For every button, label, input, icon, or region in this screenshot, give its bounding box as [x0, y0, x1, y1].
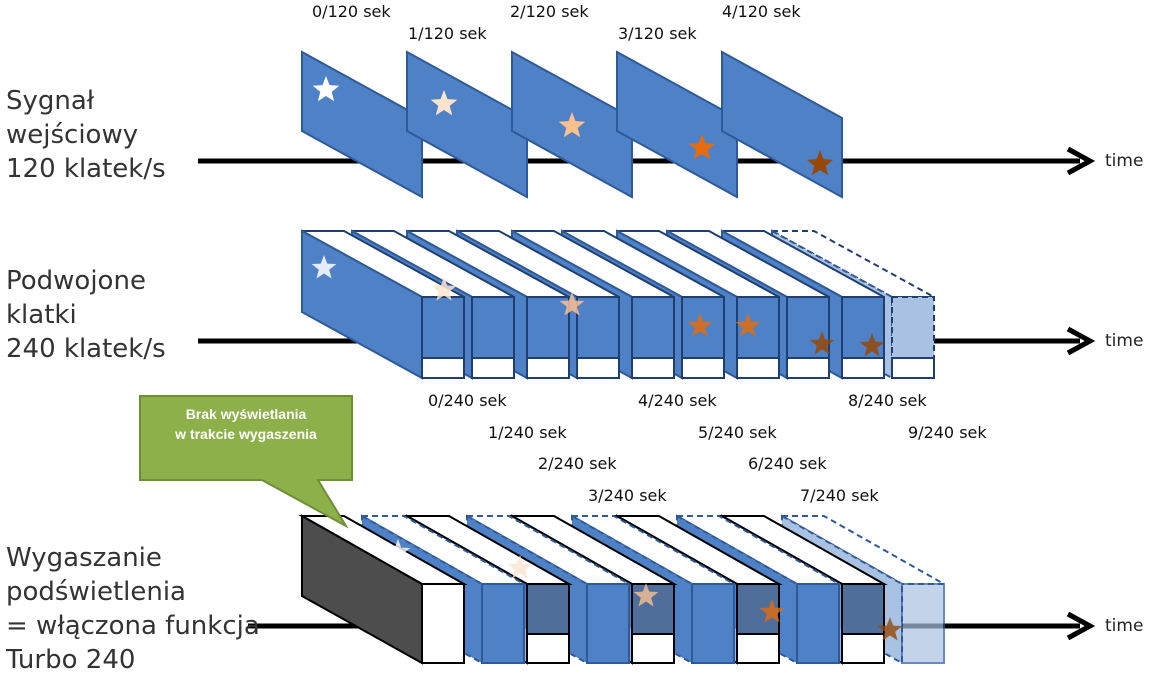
- timestamp: 4/240 sek: [638, 391, 717, 410]
- blank-frame: [298, 514, 468, 665]
- timestamp: 6/240 sek: [748, 454, 827, 473]
- row-label-doubled: Podwojone klatki 240 klatek/s: [6, 266, 166, 364]
- timestamp: 7/240 sek: [800, 486, 879, 505]
- timestamp: 2/240 sek: [538, 454, 617, 473]
- timestamp: 1/240 sek: [488, 423, 567, 442]
- star-icon: [688, 134, 716, 160]
- timeline-row1: [198, 146, 1096, 176]
- timestamp: 5/240 sek: [698, 423, 777, 442]
- video-frame: [301, 50, 423, 199]
- star-icon: [431, 277, 457, 301]
- star-icon: [385, 539, 411, 563]
- arrow-right-icon: [1066, 146, 1096, 176]
- callout-text: Brak wyświetlania w trakcie wygaszenia: [175, 406, 317, 442]
- video-frame: [616, 50, 738, 199]
- star-icon: [430, 90, 458, 116]
- star-icon: [311, 255, 337, 279]
- time-label: time: [1105, 616, 1144, 636]
- timestamp: 0/120 sek: [312, 2, 391, 21]
- row-label-blanking: Wygaszanie podświetlenia = włączona funk…: [6, 543, 260, 675]
- star-icon: [312, 76, 340, 102]
- star-icon: [859, 333, 885, 357]
- star-icon: [809, 331, 835, 355]
- star-icon: [687, 313, 713, 337]
- row-label-input: Sygnał wejściowy 120 klatek/s: [6, 86, 166, 184]
- timestamp: 3/120 sek: [618, 24, 697, 43]
- timestamp: 8/240 sek: [848, 391, 927, 410]
- time-label: time: [1105, 151, 1144, 171]
- row1-frames: [301, 50, 843, 199]
- doubled-frame: [301, 229, 465, 380]
- star-icon: [806, 150, 834, 176]
- timestamp: 2/120 sek: [510, 2, 589, 21]
- timestamp: 1/120 sek: [408, 24, 487, 43]
- timestamp: 4/120 sek: [722, 2, 801, 21]
- star-icon: [633, 583, 659, 607]
- star-icon: [877, 617, 903, 641]
- star-icon: [759, 599, 785, 623]
- timestamp: 0/240 sek: [428, 391, 507, 410]
- row2-frames: [301, 229, 935, 380]
- star-icon: [558, 112, 586, 138]
- video-frame: [721, 50, 843, 199]
- row3-frames: [298, 514, 948, 665]
- arrow-right-icon: [1066, 326, 1096, 356]
- video-frame: [406, 50, 528, 199]
- callout-bubble: [139, 395, 353, 529]
- arrow-right-icon: [1066, 611, 1096, 641]
- time-label: time: [1105, 331, 1144, 351]
- star-icon: [507, 555, 533, 579]
- star-icon: [735, 313, 761, 337]
- timestamp: 9/240 sek: [908, 423, 987, 442]
- timestamp: 3/240 sek: [588, 486, 667, 505]
- star-icon: [559, 292, 585, 316]
